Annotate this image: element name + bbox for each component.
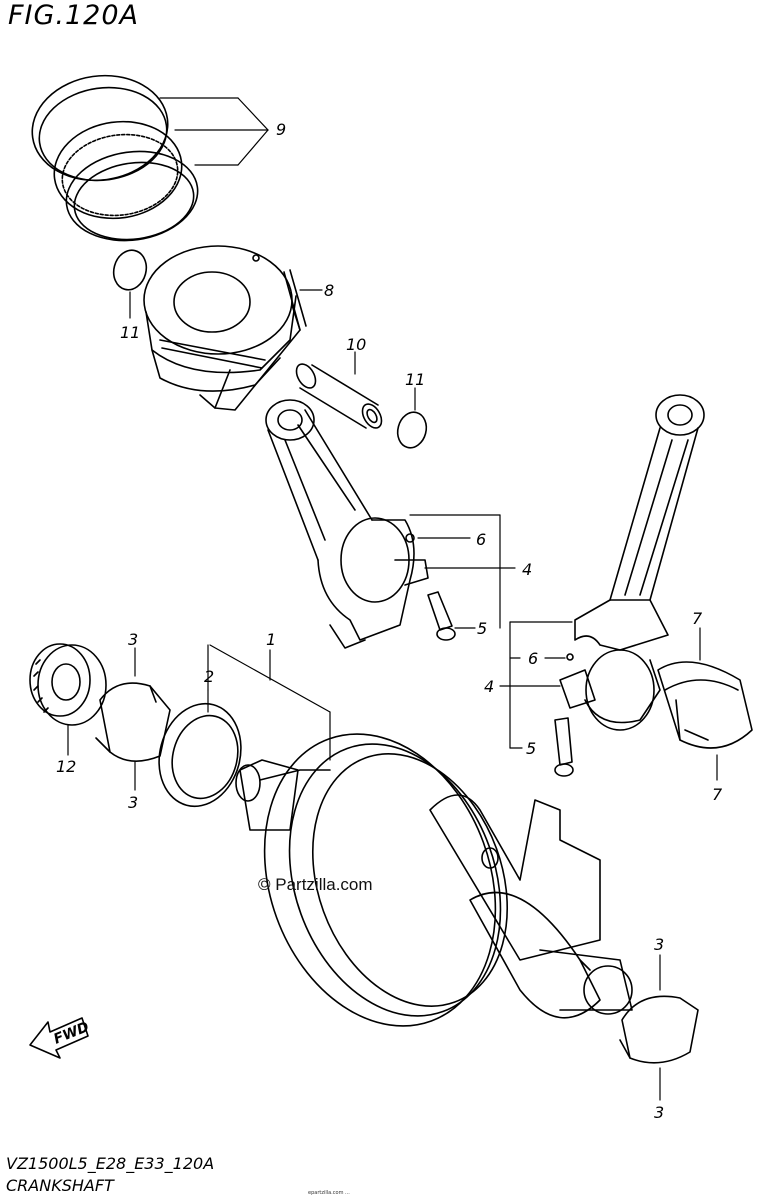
callout-8: 8 (324, 281, 334, 300)
callout-1: 1 (266, 630, 276, 649)
callout-3: 3 (654, 935, 664, 954)
piston-pin[interactable] (293, 361, 386, 432)
callout-5: 5 (526, 739, 536, 758)
piston-rings[interactable] (25, 67, 203, 249)
dowel-pin-left[interactable] (405, 533, 415, 543)
callout-2: 2 (204, 667, 214, 686)
primary-drive-gear[interactable] (29, 643, 107, 726)
crankshaft-journal-bearing[interactable] (148, 694, 252, 815)
conrod-bolt-left[interactable] (427, 591, 456, 641)
leader-6-4-5-top (409, 514, 516, 629)
main-bearing-left[interactable] (95, 682, 171, 762)
callout-11: 11 (120, 323, 140, 342)
leader-6-4-5-bottom (499, 621, 573, 749)
dowel-pin-right[interactable] (566, 653, 574, 661)
callout-labels: 9 8 11 10 11 6 4 5 7 6 4 5 7 1 2 3 3 12 … (56, 120, 723, 1122)
piston[interactable] (143, 245, 307, 411)
callout-7: 7 (712, 785, 723, 804)
callout-3: 3 (128, 793, 138, 812)
connecting-rod-left[interactable] (265, 399, 429, 649)
figure-title: FIG.120A (8, 0, 140, 31)
callout-11: 11 (405, 370, 425, 389)
group-name: CRANKSHAFT (6, 1176, 114, 1195)
callout-4: 4 (484, 677, 494, 696)
callout-4: 4 (522, 560, 532, 579)
callout-6: 6 (476, 530, 486, 549)
callout-10: 10 (346, 335, 366, 354)
callout-7: 7 (692, 609, 703, 628)
callout-6: 6 (528, 649, 538, 668)
connecting-rod-right[interactable] (559, 394, 705, 731)
model-code: VZ1500L5_E28_E33_120A (6, 1154, 215, 1173)
crankshaft[interactable] (225, 701, 633, 1058)
forward-direction-arrow: FWD (29, 1017, 91, 1059)
fine-print: epartzilla.com ... (308, 1190, 350, 1196)
callout-3: 3 (128, 630, 138, 649)
piston-pin-circlip-left[interactable] (109, 247, 150, 294)
callout-3: 3 (654, 1103, 664, 1122)
leader-1-2 (207, 644, 331, 761)
piston-pin-circlip-right[interactable] (394, 409, 430, 451)
main-bearing-right[interactable] (619, 995, 699, 1064)
watermark: © Partzilla.com (258, 875, 373, 894)
conrod-bolt-right[interactable] (554, 717, 574, 777)
conrod-bearing-set[interactable] (657, 661, 753, 749)
leader-9 (159, 97, 269, 166)
callout-9: 9 (276, 120, 286, 139)
callout-5: 5 (477, 619, 487, 638)
callout-12: 12 (56, 757, 76, 776)
